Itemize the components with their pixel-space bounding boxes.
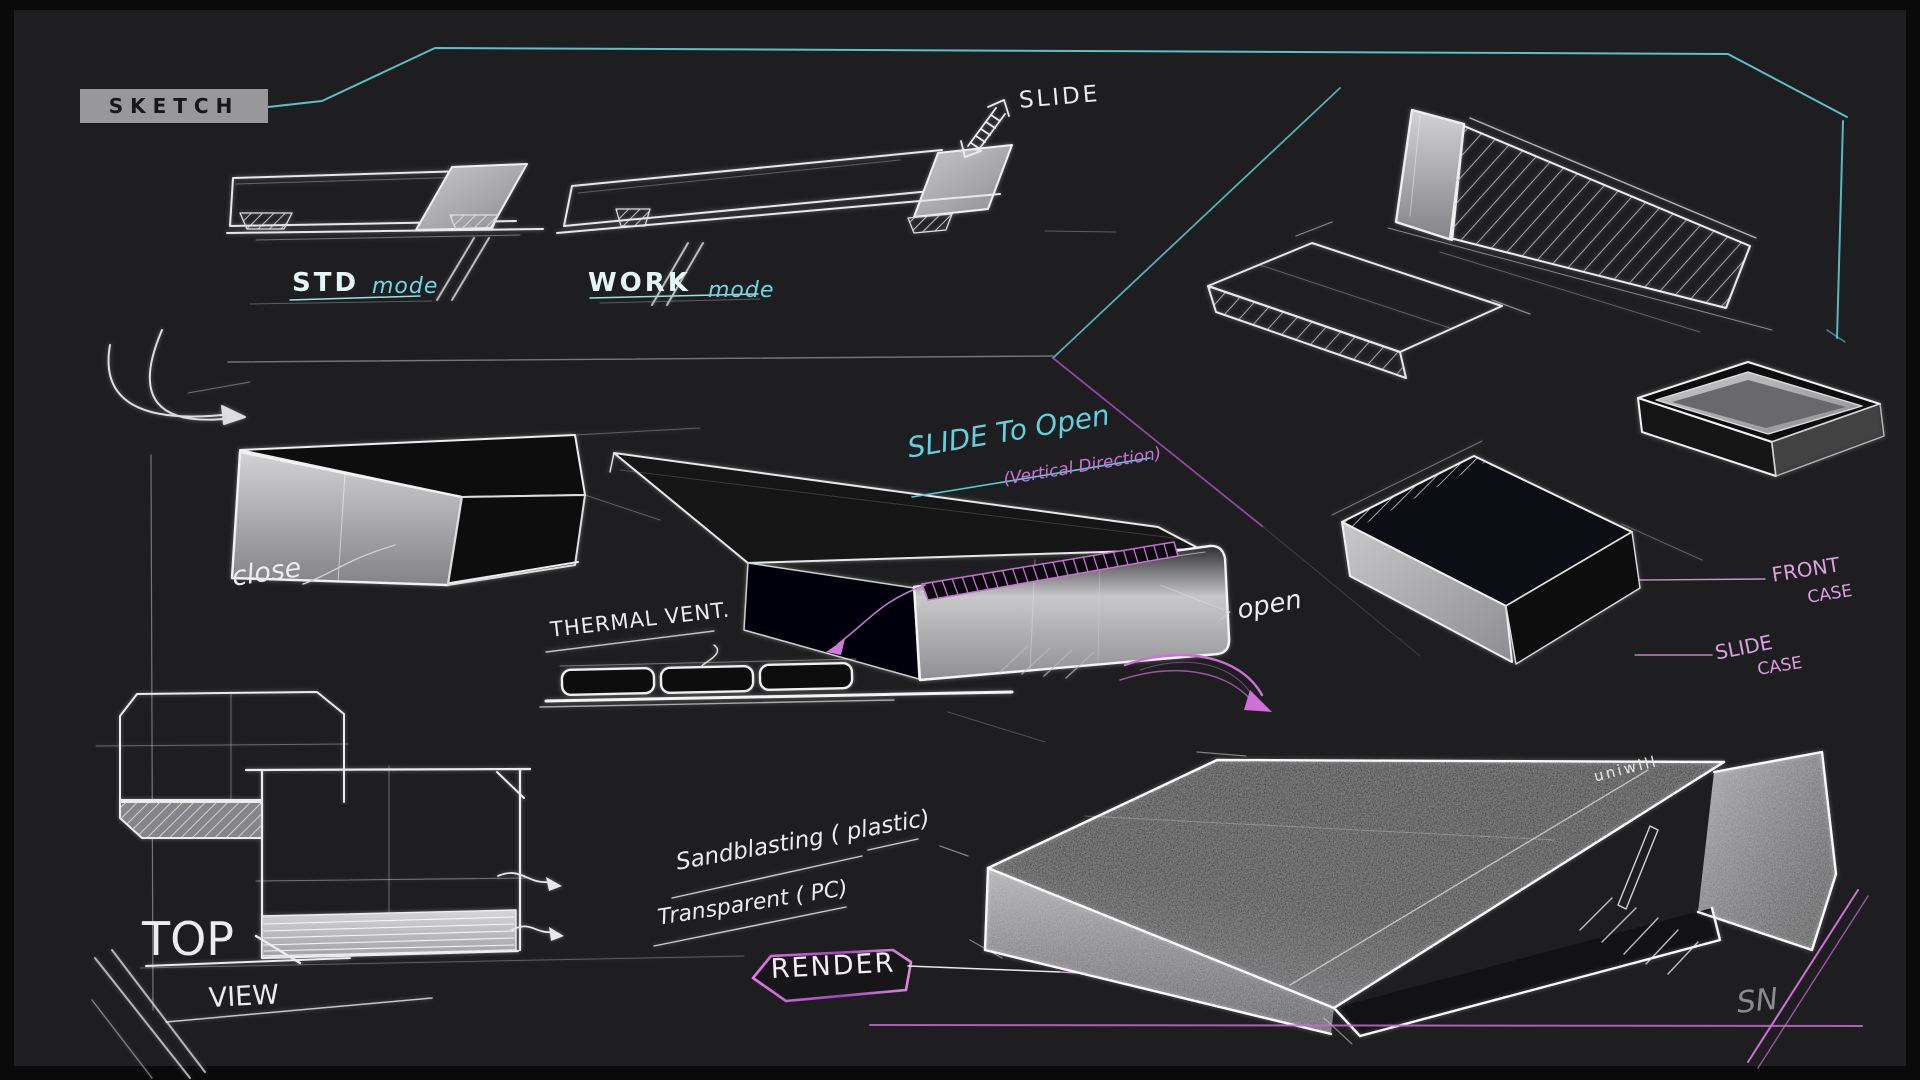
render-tag-box bbox=[751, 948, 1153, 1003]
std-mode-label: STD bbox=[292, 268, 360, 298]
frame-accent-lines bbox=[227, 47, 1848, 657]
work-mode-underline bbox=[589, 293, 761, 304]
case-leader-lines bbox=[1634, 578, 1766, 656]
perspective-sketch-drawer bbox=[1637, 361, 1885, 477]
bottom-accent-lines bbox=[869, 889, 1869, 1069]
front-slide-case-sketch bbox=[1331, 440, 1703, 665]
sketch-tag: SKETCH bbox=[80, 89, 268, 123]
swoosh-arrow-icon bbox=[107, 329, 251, 425]
slide-arrow-icon bbox=[960, 99, 1010, 158]
top-view-sketch bbox=[91, 691, 745, 1079]
std-mode-suffix: mode bbox=[372, 274, 439, 299]
top-view-label-line2: VIEW bbox=[208, 979, 280, 1014]
std-mode-underline bbox=[249, 295, 433, 305]
artist-signature: SN bbox=[1735, 981, 1780, 1021]
render-tag: RENDER bbox=[770, 947, 897, 985]
render-device bbox=[939, 711, 1838, 1045]
perspective-sketch-long bbox=[1387, 108, 1773, 333]
pink-swoosh-arrow-icon bbox=[1119, 653, 1272, 712]
thermal-vent-band bbox=[826, 541, 1179, 655]
std-mode-sketch bbox=[226, 163, 544, 301]
close-sketch bbox=[230, 427, 701, 587]
thermal-vent-detail bbox=[539, 630, 1014, 708]
work-mode-sketch bbox=[556, 144, 1013, 306]
perspective-sketch-flat bbox=[1207, 221, 1531, 379]
top-view-label-line1: TOP bbox=[142, 912, 235, 966]
work-mode-label: WORK bbox=[588, 268, 691, 298]
work-mode-suffix: mode bbox=[708, 278, 775, 303]
material-callouts bbox=[497, 838, 919, 947]
slide-to-open-underline bbox=[911, 457, 1151, 498]
left-guide-line bbox=[150, 454, 154, 1011]
